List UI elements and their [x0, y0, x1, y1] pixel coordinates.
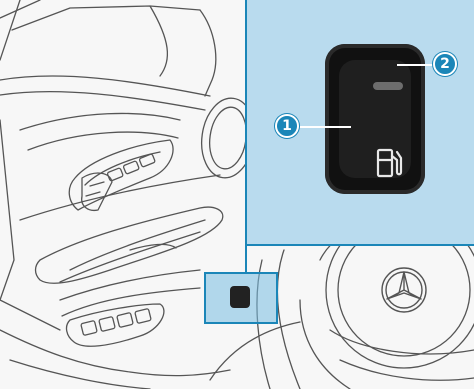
callout-2-leader [397, 64, 435, 66]
switch-cap [339, 60, 411, 178]
fuel-flap-switch [325, 44, 425, 194]
switch-location-highlight [204, 272, 278, 324]
detail-inset: 1 2 [245, 0, 474, 246]
mini-fuel-flap-switch [230, 286, 250, 308]
indicator-lamp [373, 82, 403, 90]
callout-2: 2 [433, 52, 457, 76]
mercedes-star-icon [382, 268, 426, 312]
callout-1: 1 [275, 114, 299, 138]
fuel-pump-icon [375, 146, 405, 180]
